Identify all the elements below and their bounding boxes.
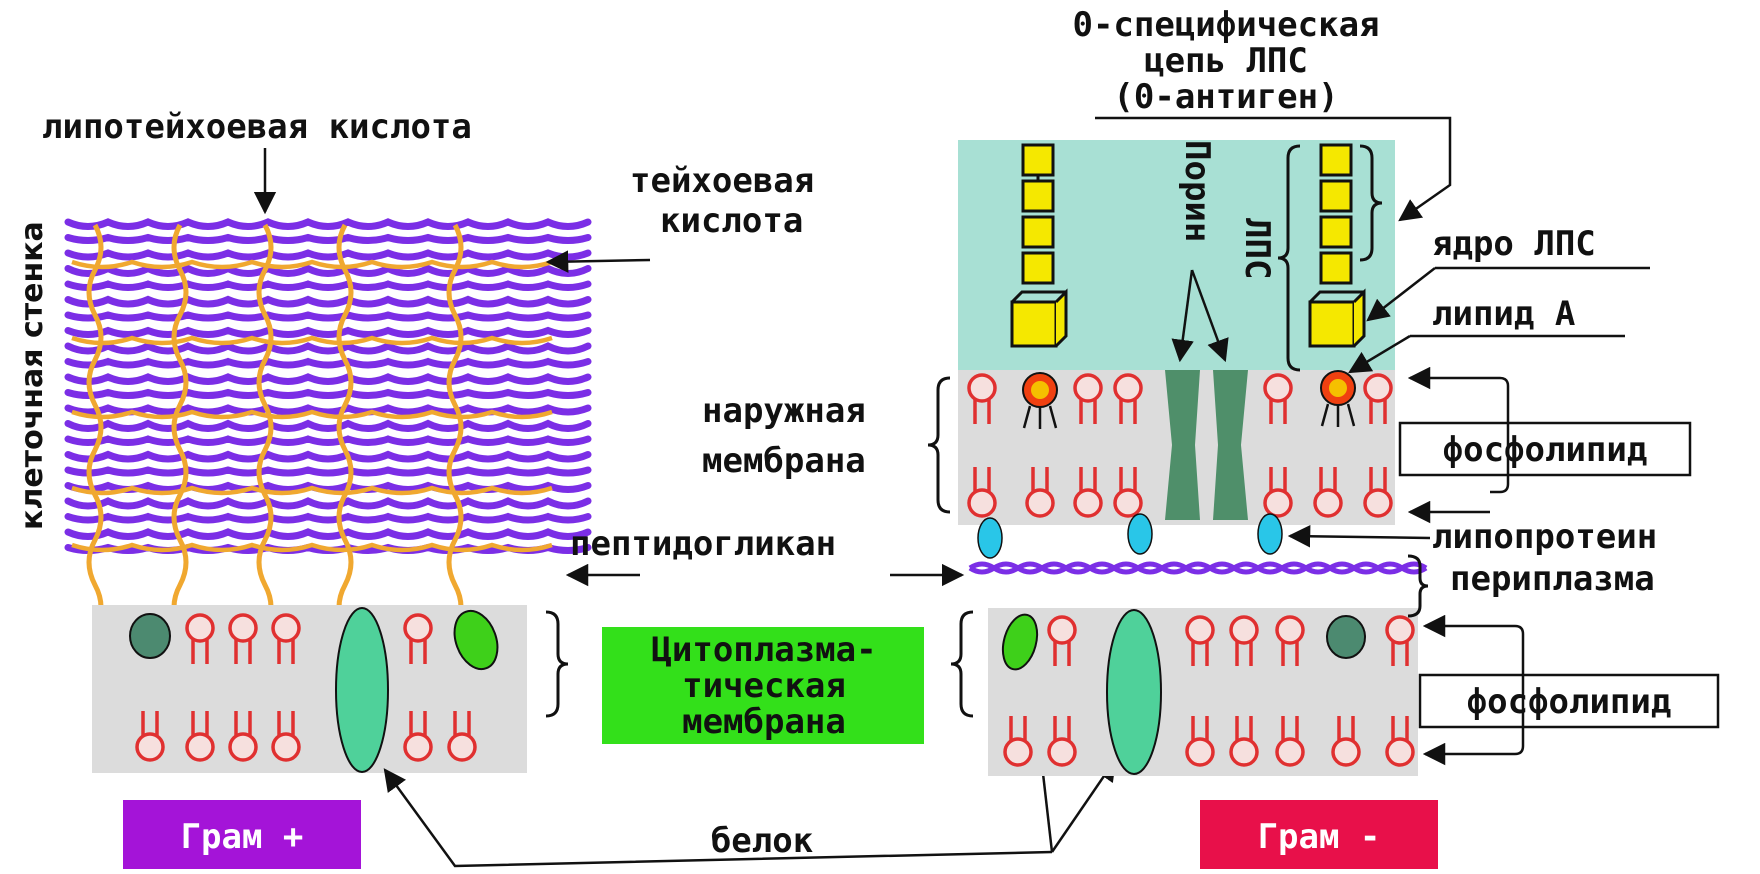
- peptidoglycan-strand: [68, 222, 588, 227]
- lipoprotein-2: [1128, 514, 1152, 554]
- peptidoglycan-label: пептидогликан: [570, 524, 836, 564]
- lps-core-label: ядро ЛПС: [1432, 224, 1596, 264]
- peptidoglycan-strand: [68, 393, 588, 396]
- cytoplasmic-label-line2: тическая: [682, 666, 846, 706]
- outer-membrane-brace: [928, 378, 950, 512]
- outer-membrane-label-line2: мембрана: [702, 441, 866, 481]
- periplasm-label: периплазма: [1450, 559, 1655, 599]
- lipoprotein-arrow: [1290, 536, 1430, 538]
- o-chain-label-line1: 0-специфическая: [1072, 5, 1379, 45]
- peptidoglycan-strand: [68, 532, 588, 537]
- cytoplasmic-label-line1: Цитоплазма-: [651, 630, 876, 670]
- o-chain-label-line3: (0-антиген): [1113, 77, 1338, 117]
- peptidoglycan-strand: [68, 269, 588, 274]
- peptidoglycan-strand: [68, 238, 588, 241]
- peptidoglycan-strand: [68, 424, 588, 429]
- peptidoglycan-strand: [68, 486, 588, 490]
- outer-membrane-label-line1: наружная: [702, 391, 866, 431]
- peptidoglycan-strand: [68, 362, 588, 366]
- peptidoglycan-strand-right: [970, 568, 1426, 572]
- protein-large-left: [336, 608, 388, 772]
- gram-negative-cytoplasmic-membrane: [988, 608, 1418, 776]
- gram-positive-cytoplasmic-membrane: [92, 605, 527, 773]
- lps-label: ЛПС: [1237, 218, 1277, 279]
- cell-wall-vertical-label: клеточная стенка: [15, 221, 50, 530]
- gram-negative-text: Грам -: [1258, 817, 1381, 857]
- brace-right-cytoplasmic: [951, 612, 973, 716]
- peptidoglycan-mesh: [68, 222, 588, 551]
- phospholipid-bottom-box: фосфолипид: [1420, 675, 1718, 727]
- outer-membrane: [958, 370, 1395, 525]
- protein-large-right: [1107, 610, 1161, 774]
- lipoprotein-3: [1258, 514, 1282, 554]
- lipoteichoic-acid-label: липотейхоевая кислота: [42, 107, 472, 147]
- peptidoglycan-strand: [68, 408, 588, 412]
- peptidoglycan-strand: [68, 377, 588, 382]
- teichoic-acid-label-line2: кислота: [660, 201, 803, 241]
- cytoplasmic-label-line3: мембрана: [682, 702, 846, 742]
- gram-negative-badge: Грам -: [1200, 800, 1438, 869]
- peptidoglycan-strand: [68, 284, 588, 288]
- phospholipid-bottom-label: фосфолипид: [1467, 682, 1672, 722]
- peptidoglycan-strand: [68, 517, 588, 521]
- peptidoglycan-strand: [68, 315, 588, 318]
- peptidoglycan-strand: [68, 439, 588, 443]
- gram-positive-cell-wall: [68, 222, 588, 630]
- teichoic-acid-label-line1: тейхоевая: [630, 161, 814, 201]
- porin-label: Порин: [1177, 140, 1217, 242]
- peptidoglycan-strand: [68, 300, 588, 305]
- gram-positive-badge: Грам +: [123, 800, 361, 869]
- peptidoglycan-strand: [68, 331, 588, 335]
- lipoprotein-label: липопротеин: [1432, 517, 1657, 557]
- lipoprotein-1: [978, 518, 1002, 558]
- o-chain-label-line2: цепь ЛПС: [1144, 41, 1308, 81]
- phospholipid-top-box: фосфолипид: [1400, 423, 1690, 475]
- peptidoglycan-strand: [68, 253, 588, 257]
- gram-positive-text: Грам +: [181, 817, 304, 857]
- cell-wall-label: клеточная стенка: [15, 221, 50, 530]
- phospholipid-top-label: фосфолипид: [1443, 430, 1648, 470]
- lipid-a-label: липид А: [1432, 294, 1575, 334]
- teichoic-acid-strand: [72, 338, 552, 343]
- protein-dark-right: [1327, 616, 1365, 658]
- cytoplasmic-membrane-label-box: Цитоплазма- тическая мембрана: [602, 627, 924, 744]
- protein-dark-left: [130, 614, 170, 658]
- brace-left-cytoplasmic: [546, 612, 568, 716]
- peptidoglycan-strand: [68, 501, 588, 506]
- peptidoglycan-strand: [68, 470, 588, 473]
- peptidoglycan-strand: [68, 346, 588, 351]
- protein-label: белок: [711, 821, 813, 861]
- teichoic-acid-strand: [72, 262, 552, 267]
- peptidoglycan-strand: [68, 455, 588, 460]
